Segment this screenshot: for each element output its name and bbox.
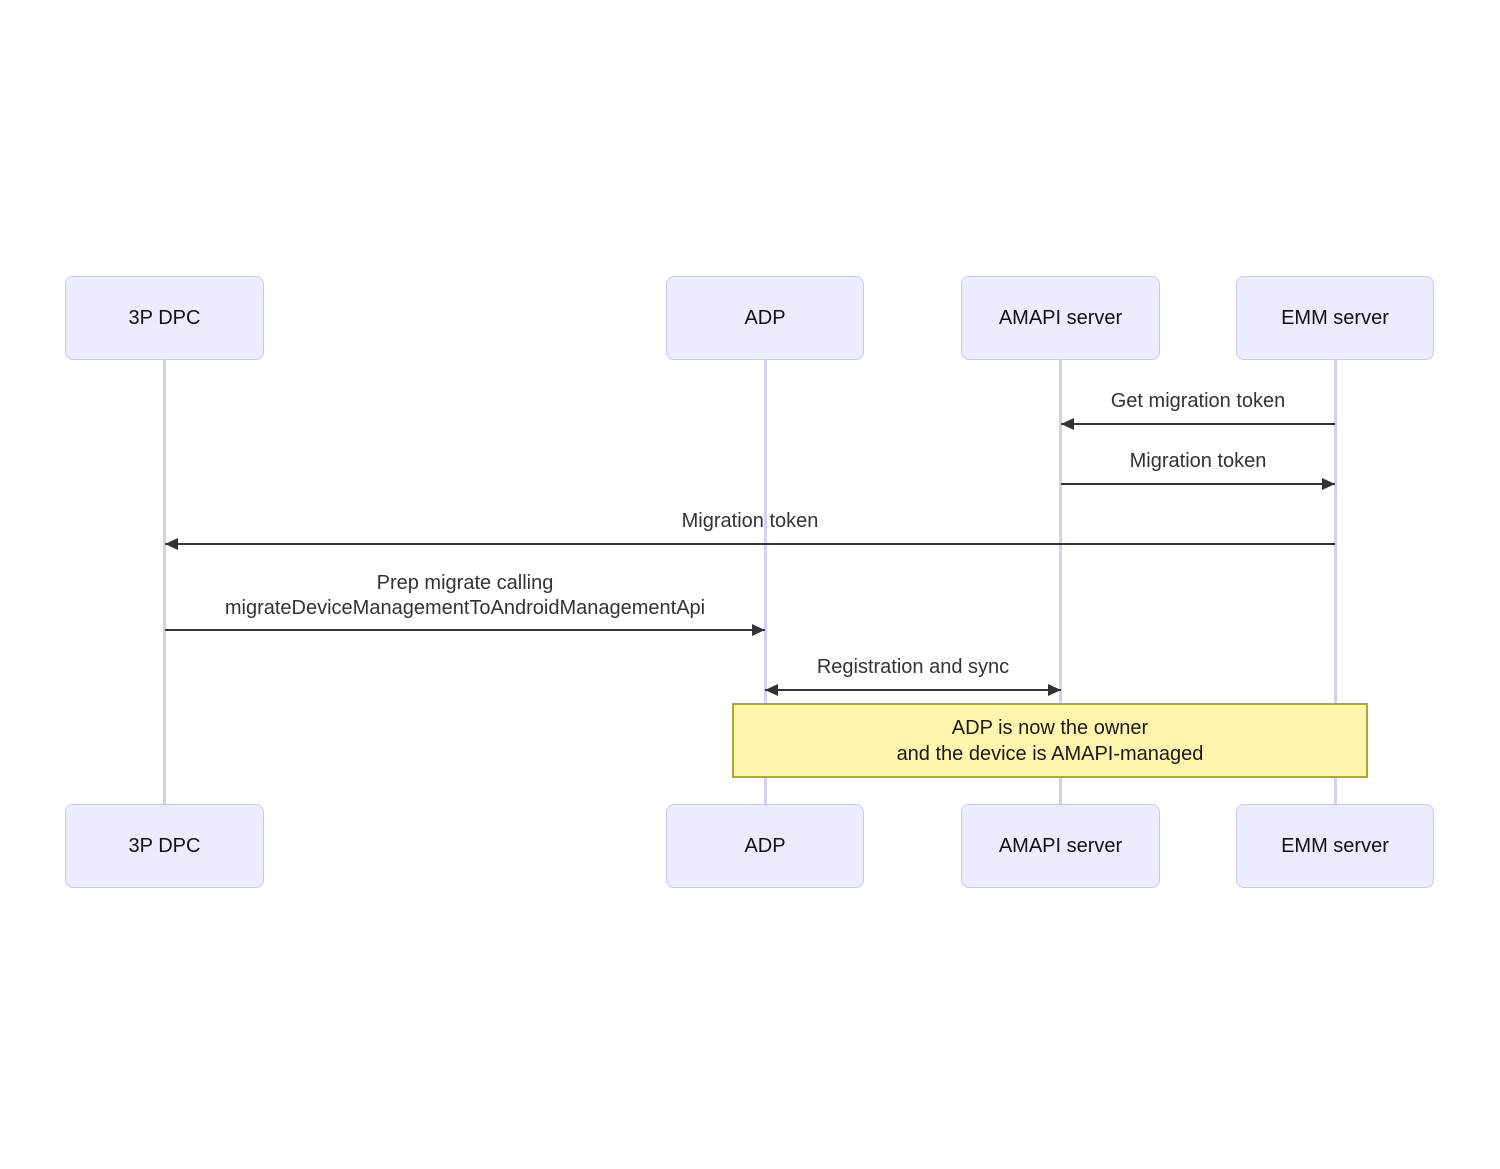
- message-label: Registration and sync: [816, 656, 1010, 678]
- note-line-2: and the device is AMAPI-managed: [896, 742, 1204, 765]
- note-line-1: ADP is now the owner: [951, 716, 1149, 739]
- message-line: [1061, 483, 1335, 485]
- message-line: [165, 629, 765, 631]
- actor-emm-server-bottom: EMM server: [1236, 804, 1434, 888]
- actor-amapi-server-top: AMAPI server: [961, 276, 1160, 360]
- message-migration-token-to-emm: Migration token: [1061, 449, 1335, 497]
- actor-label: EMM server: [1281, 834, 1389, 857]
- message-migration-token-to-3p-dpc: Migration token: [165, 509, 1335, 557]
- actor-label: AMAPI server: [998, 834, 1123, 857]
- arrowhead-left-icon: [1061, 418, 1074, 430]
- message-prep-migrate: Prep migrate calling migrateDeviceManage…: [165, 571, 765, 643]
- actor-emm-server-top: EMM server: [1236, 276, 1434, 360]
- actor-label: ADP: [744, 306, 786, 329]
- arrowhead-right-icon: [1048, 684, 1061, 696]
- actor-label: 3P DPC: [128, 306, 201, 329]
- actor-adp-bottom: ADP: [666, 804, 864, 888]
- actor-label: 3P DPC: [128, 834, 201, 857]
- actor-3p-dpc-bottom: 3P DPC: [65, 804, 264, 888]
- message-get-migration-token: Get migration token: [1061, 389, 1335, 437]
- lifeline-amapi-server: [1059, 360, 1062, 804]
- actor-label: EMM server: [1281, 306, 1389, 329]
- actor-3p-dpc-top: 3P DPC: [65, 276, 264, 360]
- lifeline-emm-server: [1334, 360, 1337, 804]
- actor-adp-top: ADP: [666, 276, 864, 360]
- note-adp-owner: ADP is now the owner and the device is A…: [732, 703, 1368, 778]
- lifeline-adp: [764, 360, 767, 804]
- message-line: [165, 543, 1335, 545]
- arrowhead-left-icon: [165, 538, 178, 550]
- message-label-line-2: migrateDeviceManagementToAndroidManageme…: [224, 597, 706, 619]
- arrowhead-right-icon: [1322, 478, 1335, 490]
- message-label: Migration token: [1129, 450, 1267, 472]
- arrowhead-right-icon: [752, 624, 765, 636]
- message-label: Get migration token: [1110, 390, 1286, 412]
- message-label-line-1: Prep migrate calling: [376, 572, 554, 594]
- arrowhead-left-icon: [765, 684, 778, 696]
- message-line: [1061, 423, 1335, 425]
- actor-label: ADP: [744, 834, 786, 857]
- lifeline-3p-dpc: [163, 360, 166, 804]
- message-label: Migration token: [681, 510, 819, 532]
- message-line: [765, 689, 1061, 691]
- actor-label: AMAPI server: [998, 306, 1123, 329]
- message-registration-and-sync: Registration and sync: [765, 655, 1061, 703]
- actor-amapi-server-bottom: AMAPI server: [961, 804, 1160, 888]
